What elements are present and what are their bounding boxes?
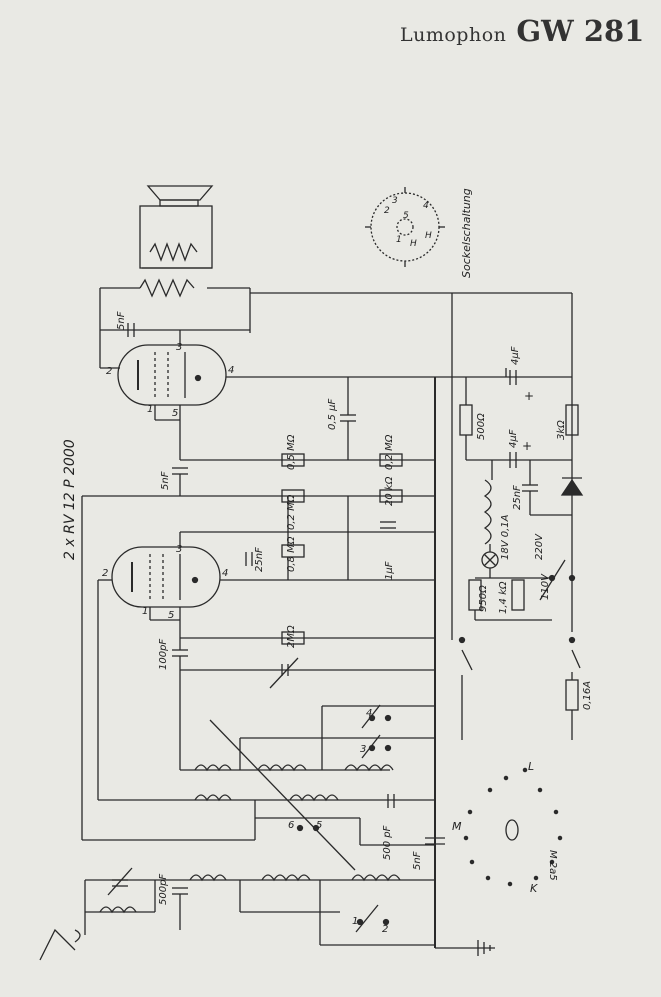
rectifier-diode xyxy=(560,477,584,496)
capacitor-500pf-a xyxy=(387,794,395,808)
variable-capacitor xyxy=(269,657,299,689)
switch-num-3: 3 xyxy=(360,744,366,755)
capacitor-4uf-b xyxy=(509,452,517,468)
label-3k: 3kΩ xyxy=(556,420,567,440)
label-4uf-b: 4µF xyxy=(508,429,519,448)
coil-f xyxy=(189,874,227,882)
label-500: 500Ω xyxy=(476,413,487,440)
socket-pin-h1: H xyxy=(410,239,417,249)
switch-num-5: 5 xyxy=(316,820,322,831)
label-5nf-b: 5nF xyxy=(412,851,423,870)
socket-pin-4: 4 xyxy=(423,201,429,211)
coil-antenna xyxy=(99,906,137,914)
resistor-14k xyxy=(511,579,525,611)
label-1uf: 1µF xyxy=(384,561,395,580)
label-14k: 1,4 kΩ xyxy=(498,581,509,614)
label-02m-a: 0,2 MΩ xyxy=(384,434,395,470)
header: Lumophon GW 281 xyxy=(400,14,644,48)
wave-switch xyxy=(296,714,392,926)
variable-capacitor-antenna xyxy=(107,867,133,896)
label-02m-b: 0,2 MΩ xyxy=(286,494,297,530)
tube1-pin-4: 4 xyxy=(228,365,234,376)
switch-num-4: 4 xyxy=(366,708,372,719)
antenna-symbol xyxy=(39,928,81,961)
tube1-pin-1: 1 xyxy=(147,404,153,415)
tube1-pin-5: 5 xyxy=(172,408,178,419)
dial-letter-m: M xyxy=(452,820,462,833)
power-switch xyxy=(458,636,576,644)
tube-type-label: 2 x RV 12 P 2000 xyxy=(62,439,78,560)
socket-pin-1: 1 xyxy=(396,235,402,245)
plus-b: + xyxy=(522,439,532,453)
socket-pin-2: 2 xyxy=(384,206,390,216)
input-tube xyxy=(111,546,221,608)
switch-num-6: 6 xyxy=(288,820,294,831)
plus-a: + xyxy=(524,389,534,403)
switch-num-1: 1 xyxy=(352,916,358,927)
switch-num-2: 2 xyxy=(382,924,388,935)
label-110v: 110V xyxy=(540,573,551,600)
label-08m: 0,8 MΩ xyxy=(286,536,297,572)
label-25nf-a: 25nF xyxy=(254,547,265,572)
label-2m: 2MΩ xyxy=(286,625,297,648)
label-500pf-b: 500pF xyxy=(158,874,169,905)
socket-pin-3: 3 xyxy=(392,196,398,206)
output-tube xyxy=(117,344,227,406)
resistor-20k xyxy=(379,489,403,503)
capacitor-25nf-a xyxy=(245,552,253,566)
label-fuse: 0,16A xyxy=(582,681,593,710)
capacitor-4uf-a xyxy=(505,368,517,385)
tube1-pin-2: 2 xyxy=(106,366,112,377)
socket-pin-5: 5 xyxy=(403,211,409,221)
dial-letter-k: K xyxy=(530,882,538,895)
resistor-02m-a xyxy=(379,453,403,467)
dial-code: M 2a5 xyxy=(547,850,558,881)
label-lamp: 18V 0,1A xyxy=(500,514,511,560)
tube2-pin-2: 2 xyxy=(102,568,108,579)
label-220v: 220V xyxy=(534,533,545,560)
speaker-resistor xyxy=(142,242,212,269)
label-5nf-coupling: 5nF xyxy=(160,471,171,490)
resistor-02m-b xyxy=(281,489,305,503)
capacitor-1uf xyxy=(380,521,396,529)
label-05m: 0,5 MΩ xyxy=(286,434,297,470)
tube-socket-diagram xyxy=(365,187,445,267)
socket-pin-h2: H xyxy=(425,231,432,241)
label-950: 950Ω xyxy=(478,585,489,612)
socket-title: Sockelschaltung xyxy=(460,188,473,278)
resistor-2m xyxy=(281,631,305,645)
label-100pf: 100pF xyxy=(158,639,169,670)
choke xyxy=(483,479,492,545)
dial-letter-l: L xyxy=(528,760,534,773)
tube2-pin-3: 3 xyxy=(176,544,182,555)
tube2-pin-1: 1 xyxy=(142,606,148,617)
tube2-pin-5: 5 xyxy=(168,610,174,621)
coil-d xyxy=(194,794,232,802)
capacitor-5nf-speaker xyxy=(127,323,135,337)
label-500pf-a: 500 pF xyxy=(382,825,393,860)
model-number: GW 281 xyxy=(516,14,645,48)
wave-dial-diagram xyxy=(463,767,563,887)
resistor-05m xyxy=(281,453,305,467)
capacitor-5nf-b xyxy=(425,837,445,845)
label-25nf-b: 25nF xyxy=(512,485,523,510)
brand-name: Lumophon xyxy=(400,24,507,46)
output-transformer xyxy=(100,278,250,298)
label-4uf-a: 4µF xyxy=(510,346,521,365)
ground-symbol xyxy=(435,940,495,956)
tube1-pin-3: 3 xyxy=(176,342,182,353)
resistor-08m xyxy=(281,544,305,558)
label-20k: 20 kΩ xyxy=(384,476,395,506)
resistor-3k xyxy=(565,404,579,436)
coil-a xyxy=(194,764,232,772)
label-5nf-speaker: 5nF xyxy=(116,311,127,330)
tube2-pin-4: 4 xyxy=(222,568,228,579)
label-05uf: 0,5 µF xyxy=(327,399,338,430)
